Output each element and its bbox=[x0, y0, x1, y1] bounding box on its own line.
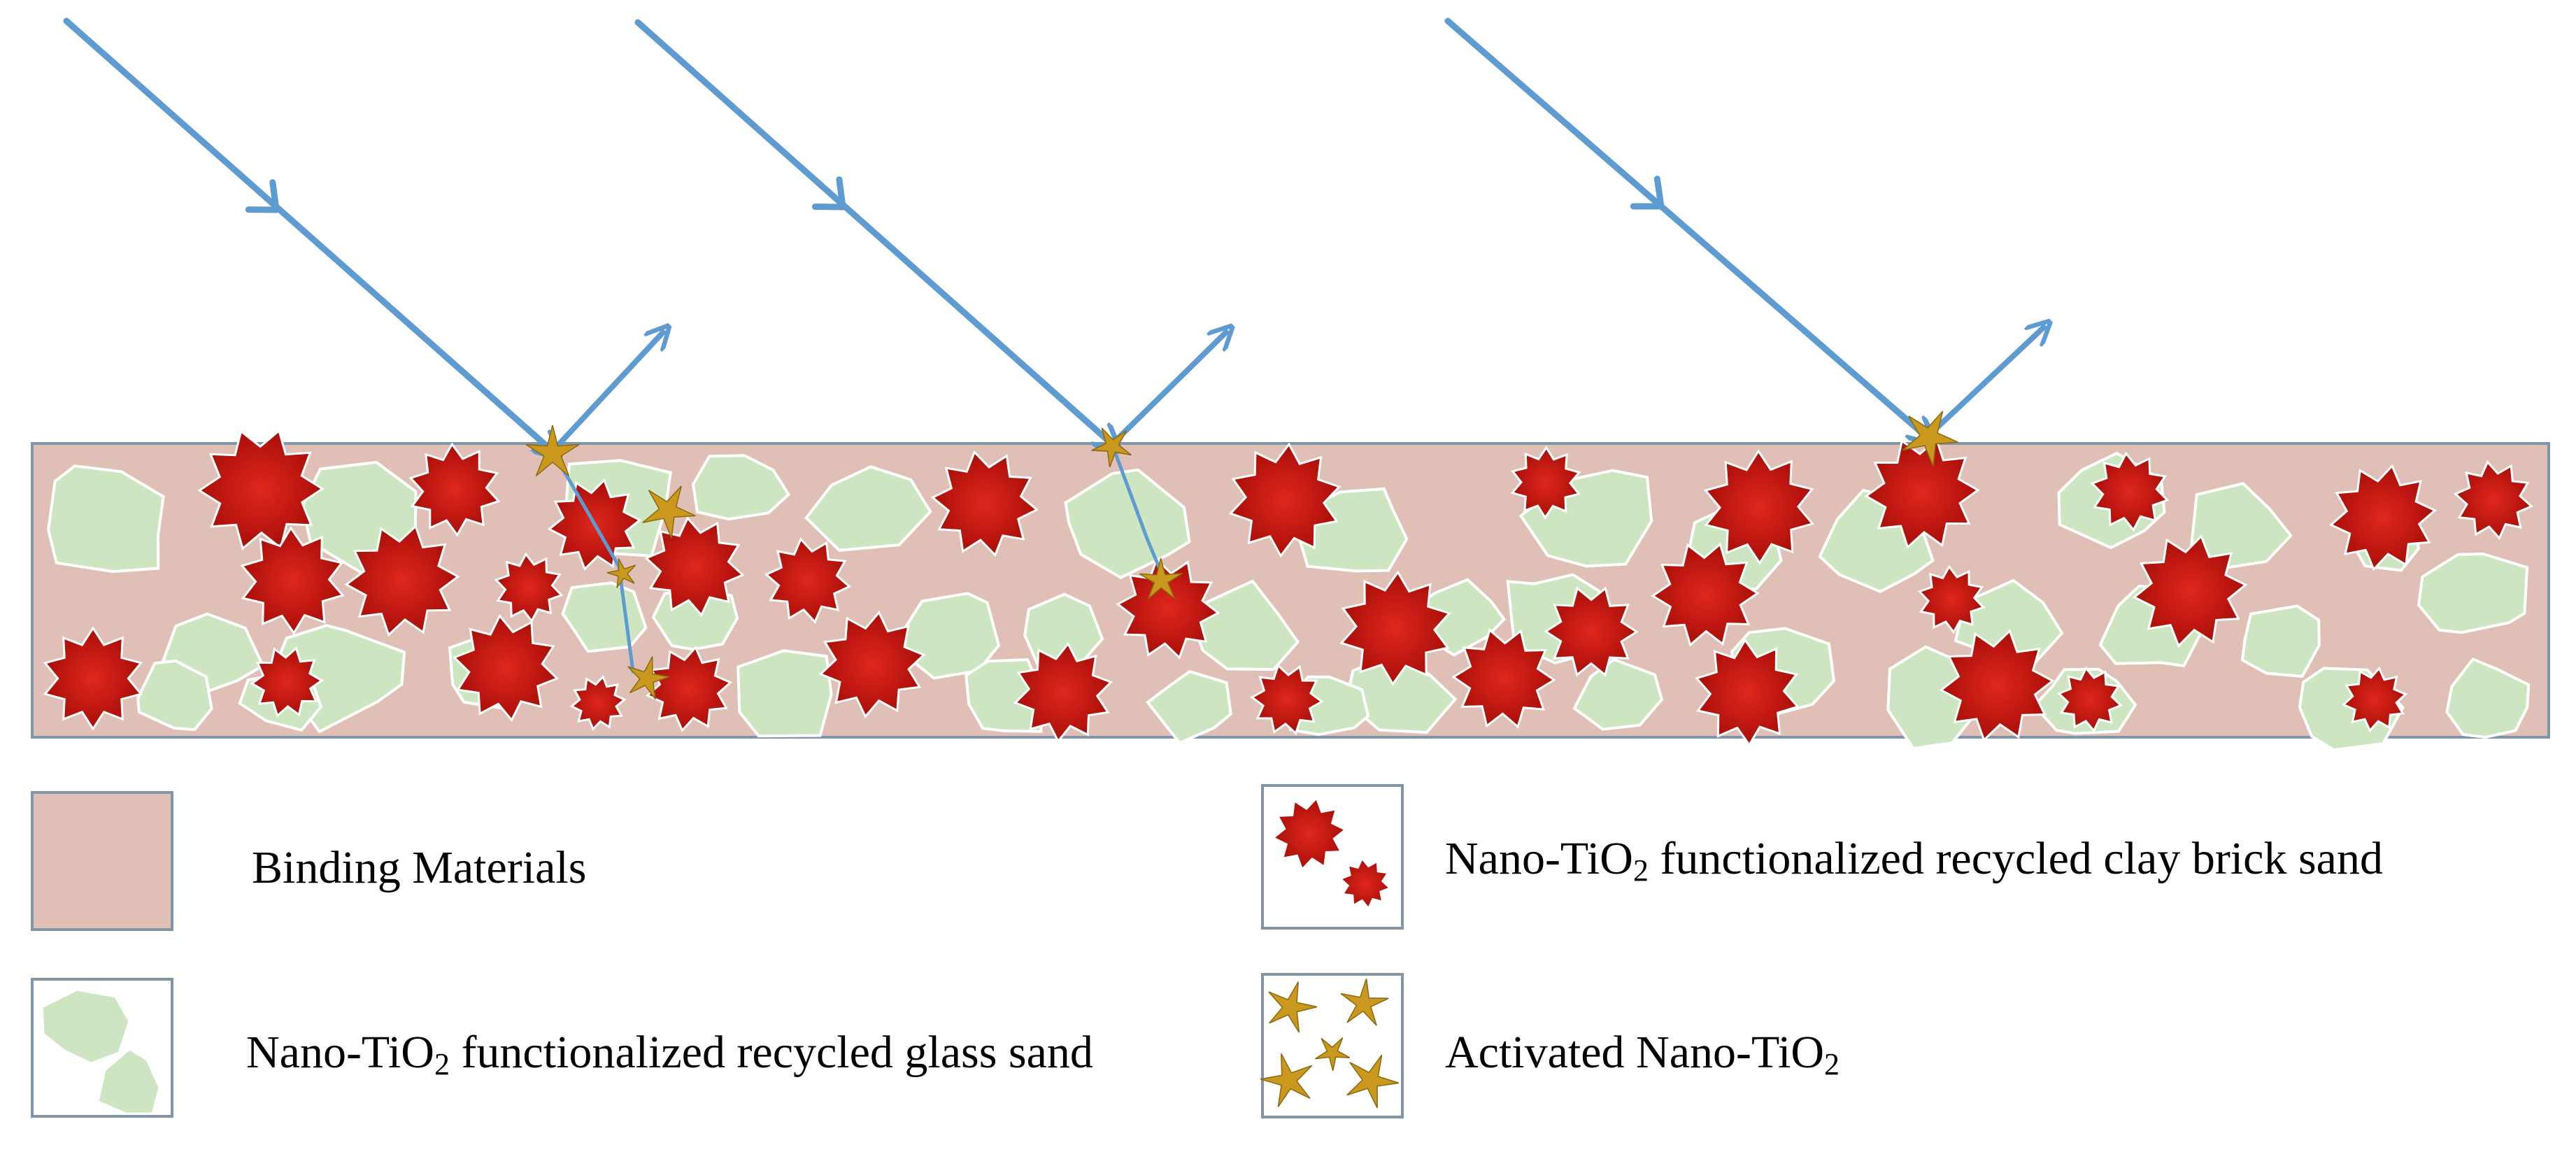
glass-particle bbox=[1572, 657, 1664, 731]
brick-particle bbox=[2057, 666, 2123, 733]
brick-particle bbox=[1917, 564, 1986, 634]
activated-tio2-sites bbox=[525, 411, 1958, 700]
glass-particle bbox=[1146, 669, 1233, 745]
brick-particle bbox=[645, 646, 733, 732]
light-ray-arrow bbox=[634, 19, 1112, 444]
glass-particle bbox=[2189, 481, 2293, 573]
gold-star-particles-icon bbox=[1260, 978, 1400, 1109]
activated-tio2-star bbox=[627, 656, 670, 700]
green-particles-icon bbox=[41, 988, 161, 1115]
legend-brick-star bbox=[1271, 796, 1348, 872]
brick-particle bbox=[1510, 446, 1581, 520]
glass-particle bbox=[136, 659, 213, 732]
brick-particle bbox=[344, 524, 460, 637]
composite-strip bbox=[31, 429, 2550, 752]
light-ray-arrow bbox=[1109, 332, 1226, 447]
brick-particle bbox=[2453, 460, 2534, 541]
brick-particle bbox=[43, 626, 143, 731]
activated-tio2-star bbox=[606, 558, 636, 588]
activated-tio2-star bbox=[525, 425, 580, 476]
legend-tio2-star bbox=[1260, 1053, 1313, 1107]
light-ray-arrow bbox=[63, 17, 553, 451]
brick-particle bbox=[1116, 557, 1221, 660]
brick-particle bbox=[1228, 442, 1342, 558]
brick-particle bbox=[1250, 663, 1324, 736]
ray-direction-chevron bbox=[245, 179, 280, 213]
brick-particle bbox=[1451, 628, 1556, 729]
glass-particle bbox=[2240, 604, 2321, 678]
brick-particle bbox=[408, 442, 501, 537]
brick-particle bbox=[494, 552, 564, 623]
activated-tio2-star bbox=[1091, 427, 1132, 468]
light-ray-arrow bbox=[550, 332, 663, 454]
brick-particle bbox=[1544, 586, 1639, 677]
brick-particle bbox=[1864, 437, 1980, 549]
brick-particle bbox=[818, 610, 926, 719]
red-star-particles-icon bbox=[1271, 796, 1393, 911]
legend-glass-particle bbox=[97, 1048, 161, 1115]
glass-sand-label: Nano-TiO2 functionalized recycled glass … bbox=[246, 1027, 1093, 1081]
glass-particle bbox=[2445, 657, 2531, 739]
brick-particle bbox=[930, 450, 1039, 557]
legend bbox=[31, 784, 1404, 1118]
glass-particle bbox=[1064, 468, 1191, 580]
legend-brick-star bbox=[1338, 856, 1393, 911]
brick-particle bbox=[1339, 570, 1451, 686]
brick-particle bbox=[1651, 542, 1760, 647]
brick-particle bbox=[2132, 534, 2248, 648]
legend-tio2-star bbox=[1268, 981, 1318, 1033]
brick-sand-particles bbox=[43, 429, 2534, 747]
legend-tio2-star bbox=[1315, 1037, 1351, 1072]
brick-particle bbox=[452, 613, 560, 723]
brick-particle bbox=[240, 526, 345, 635]
legend-tio2-star bbox=[1346, 1054, 1400, 1109]
glass-particle bbox=[691, 454, 791, 521]
brick-particle bbox=[1695, 638, 1800, 747]
brick-particle bbox=[2328, 464, 2438, 571]
brick-particle bbox=[1939, 629, 2055, 742]
brick-particle bbox=[1013, 641, 1113, 744]
glass-particle bbox=[804, 465, 932, 552]
activated-tio2-star bbox=[642, 485, 696, 539]
activated-tio2-label: Activated Nano-TiO2 bbox=[1445, 1027, 1840, 1081]
brick-particle bbox=[569, 674, 627, 732]
brick-particle bbox=[2090, 451, 2170, 532]
binding-materials-label: Binding Materials bbox=[252, 842, 587, 893]
brick-particle bbox=[2341, 666, 2408, 733]
brick-particle bbox=[644, 515, 745, 618]
light-ray-arrow bbox=[1924, 327, 2044, 440]
activated-tio2-star bbox=[1902, 411, 1958, 467]
light-rays bbox=[63, 17, 2044, 674]
glass-particle bbox=[736, 649, 833, 738]
light-ray-arrow bbox=[1444, 17, 1927, 437]
binding-swatch bbox=[31, 791, 173, 931]
legend-glass-particle bbox=[41, 988, 131, 1065]
glass-particle bbox=[2417, 552, 2529, 634]
legend-tio2-star bbox=[1340, 978, 1389, 1026]
brick-particle bbox=[1703, 449, 1815, 565]
brick-particle bbox=[197, 429, 325, 550]
ray-direction-chevron bbox=[1630, 176, 1665, 210]
brick-particle bbox=[250, 646, 324, 718]
brick-particle bbox=[764, 537, 852, 624]
glass-particle bbox=[47, 464, 165, 574]
activated-tio2-star bbox=[1139, 557, 1183, 599]
ray-direction-chevron bbox=[811, 176, 846, 211]
brick-sand-label: Nano-TiO2 functionalized recycled clay b… bbox=[1445, 833, 2383, 888]
